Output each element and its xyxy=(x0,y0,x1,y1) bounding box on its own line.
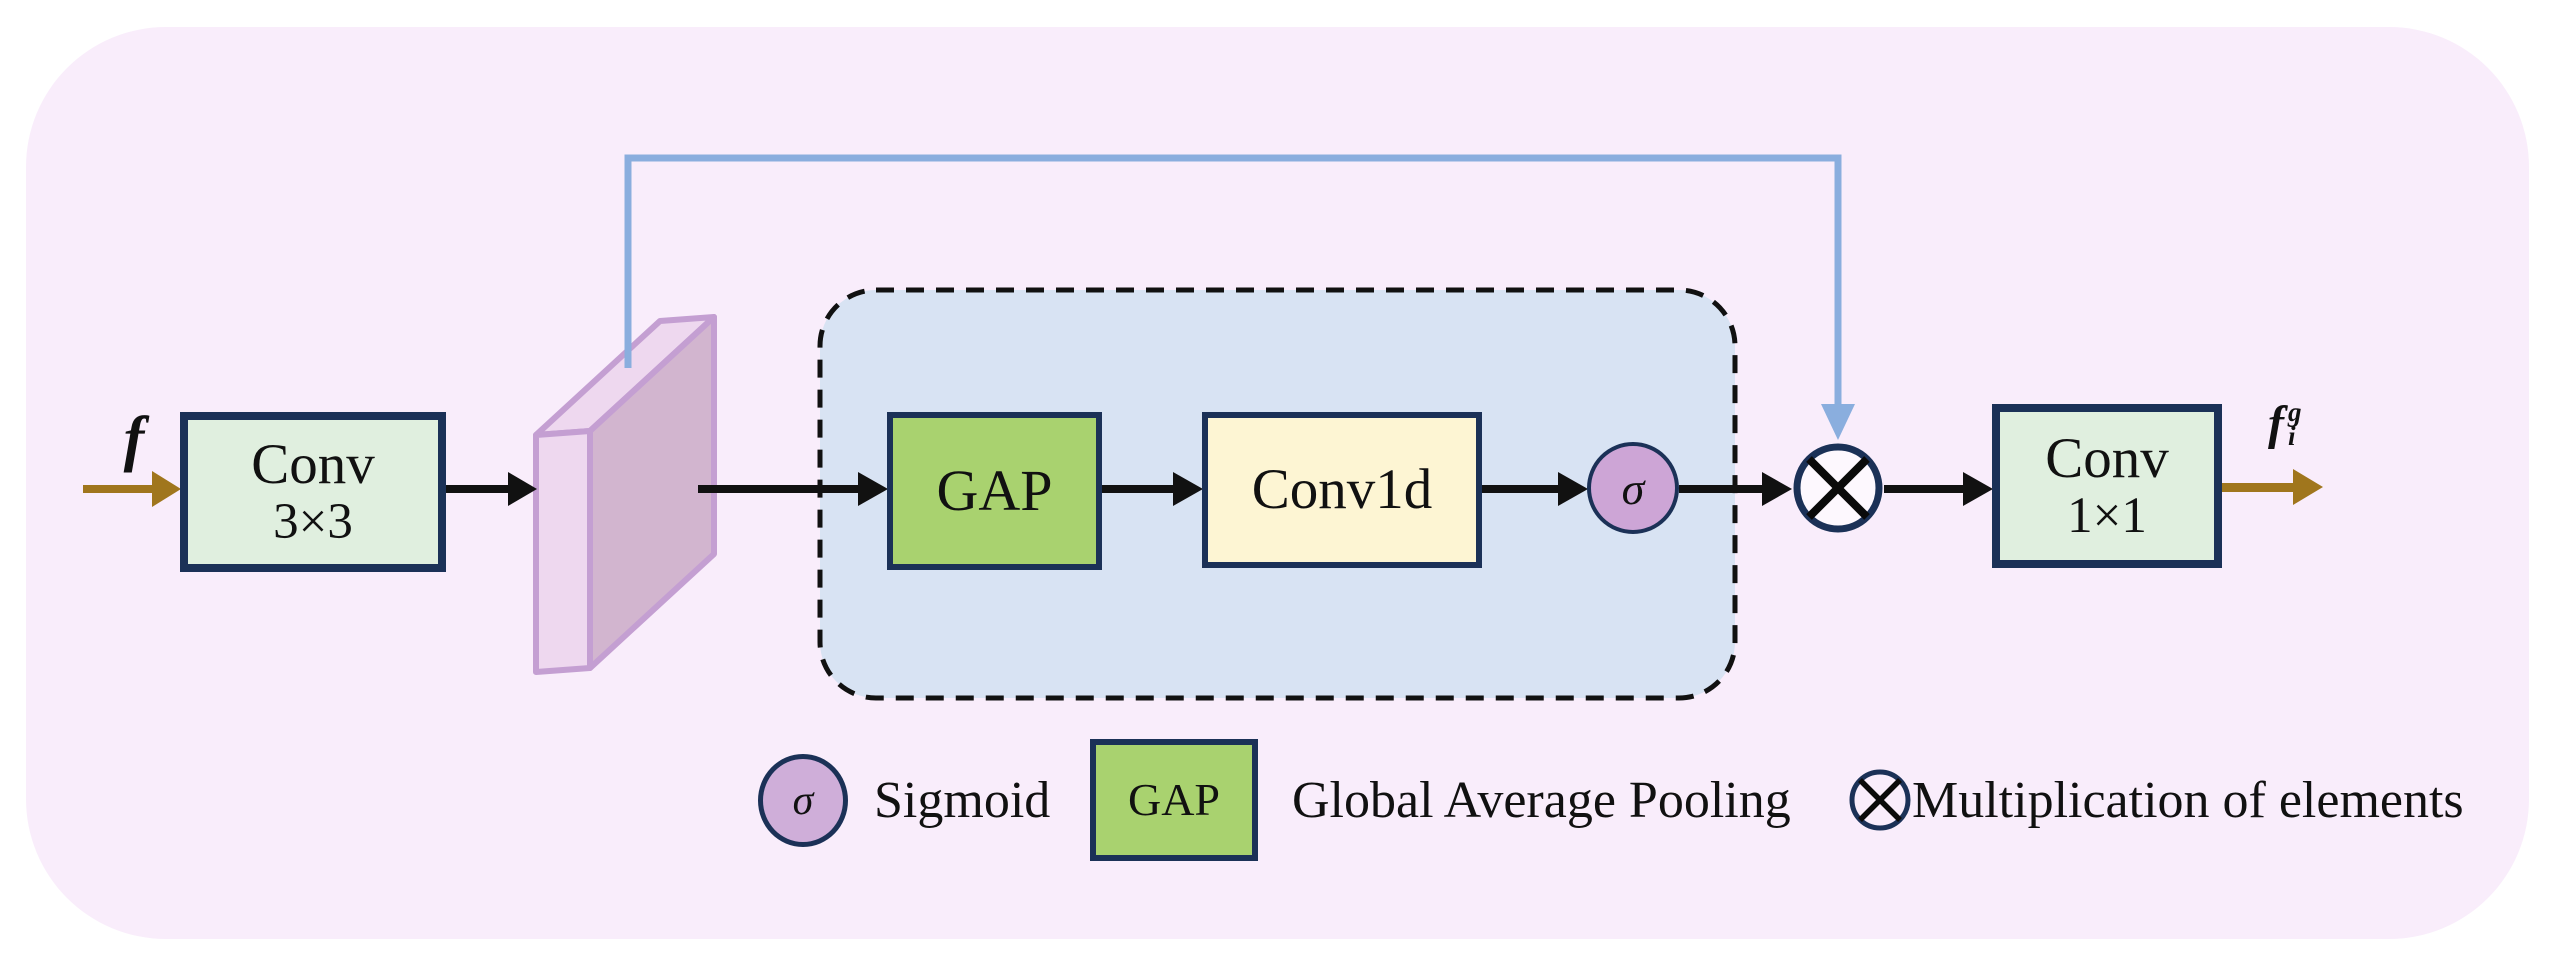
gap-label: GAP xyxy=(936,457,1053,523)
sigmoid-symbol: σ xyxy=(1621,462,1645,514)
conv3x3-label-line2: 3×3 xyxy=(273,494,353,551)
legend-sigmoid-label: Sigmoid xyxy=(874,771,1051,829)
feature-slab-front-face xyxy=(533,428,593,675)
output-arrow xyxy=(2222,469,2323,505)
feature-map-slab xyxy=(533,314,717,675)
conv1x1-block: Conv 1×1 xyxy=(1992,404,2222,568)
skip-connection-arrow xyxy=(624,154,1855,440)
conv3x3-block: Conv 3×3 xyxy=(180,412,446,572)
legend-gap-icon: GAP xyxy=(1090,739,1258,861)
output-label-subscript: i xyxy=(2287,421,2296,452)
arrow-sigma-to-multiply xyxy=(1679,472,1792,506)
conv1x1-label-line2: 1×1 xyxy=(2067,488,2147,545)
arrow-conv3x3-to-slab xyxy=(446,472,537,506)
output-feature-label: f g i xyxy=(2268,397,2302,452)
legend-multiply-icon xyxy=(1849,769,1911,831)
arrow-gap-to-conv1d xyxy=(1102,472,1203,506)
legend-sigmoid-symbol: σ xyxy=(792,777,814,824)
legend-gap-label: Global Average Pooling xyxy=(1292,771,1791,829)
input-arrow xyxy=(83,471,181,507)
conv1d-block: Conv1d xyxy=(1202,412,1482,568)
conv1d-label: Conv1d xyxy=(1251,458,1433,522)
sigmoid-node: σ xyxy=(1587,442,1679,534)
arrow-multiply-to-conv1x1 xyxy=(1884,472,1993,506)
conv3x3-label-line1: Conv xyxy=(251,432,375,496)
legend-gap-symbol: GAP xyxy=(1127,774,1221,826)
output-label-superscript: g xyxy=(2287,397,2302,427)
legend-sigmoid-icon: σ xyxy=(758,754,848,847)
gap-block: GAP xyxy=(887,412,1102,570)
legend-multiply-label: Multiplication of elements xyxy=(1912,771,2464,829)
input-feature-label: f xyxy=(123,405,145,473)
arrow-conv1d-to-sigma xyxy=(1482,472,1588,506)
output-label-base: f xyxy=(2268,397,2284,450)
conv1x1-label-line1: Conv xyxy=(2045,426,2169,490)
arrow-slab-to-gap xyxy=(698,472,888,506)
multiply-node xyxy=(1793,443,1883,533)
